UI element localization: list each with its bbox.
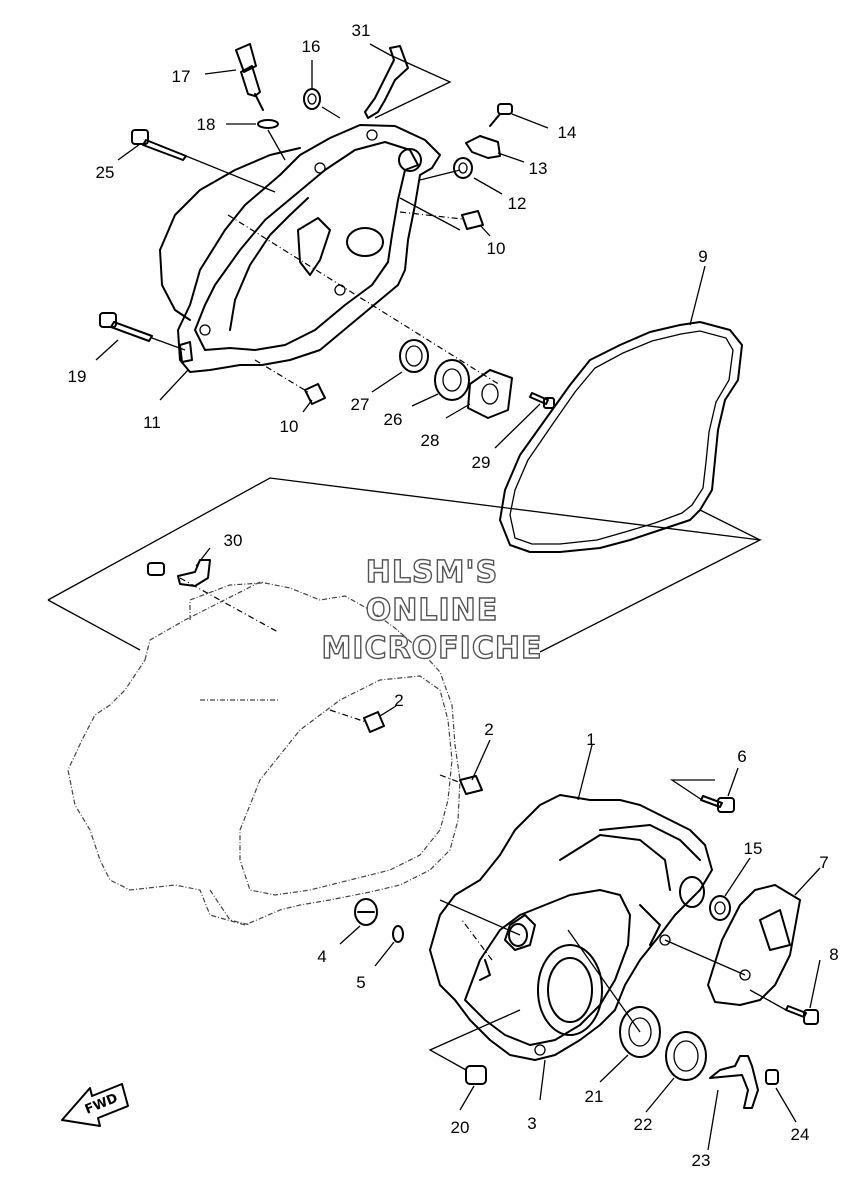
bolt-20 bbox=[465, 1065, 487, 1085]
fwd-label: FWD bbox=[83, 1091, 120, 1118]
callout-20: 20 bbox=[451, 1118, 470, 1137]
watermark-line-3: MICROFICHE bbox=[322, 631, 543, 666]
dowel-pin-2b bbox=[459, 775, 483, 795]
callout-1: 1 bbox=[586, 730, 595, 749]
callout-12: 12 bbox=[508, 194, 527, 213]
callout-23: 23 bbox=[692, 1151, 711, 1170]
callout-22: 22 bbox=[634, 1115, 653, 1134]
callout-26: 26 bbox=[384, 410, 403, 429]
callout-2b: 2 bbox=[484, 720, 493, 739]
plug-4 bbox=[354, 898, 378, 926]
callout-13: 13 bbox=[529, 159, 548, 178]
callout-8: 8 bbox=[829, 945, 838, 964]
callout-18: 18 bbox=[197, 115, 216, 134]
retainer-23 bbox=[709, 1055, 759, 1109]
callout-27: 27 bbox=[351, 395, 370, 414]
seal-16 bbox=[303, 88, 321, 110]
screw-29 bbox=[529, 392, 555, 409]
alignment-lines bbox=[179, 211, 501, 961]
fwd-arrow-icon: FWD bbox=[61, 1083, 129, 1127]
callout-4: 4 bbox=[317, 947, 326, 966]
callout-28: 28 bbox=[421, 431, 440, 450]
dowel-pin-2a bbox=[363, 711, 385, 733]
watermark: HLSM'S ONLINE MICROFICHE bbox=[321, 554, 543, 666]
callout-24: 24 bbox=[791, 1125, 810, 1144]
callout-16: 16 bbox=[302, 37, 321, 56]
o-ring-18 bbox=[257, 119, 279, 129]
callout-9: 9 bbox=[698, 247, 707, 266]
clamp-31 bbox=[364, 45, 409, 119]
seal-15 bbox=[709, 895, 731, 921]
dowel-pin-10a bbox=[461, 210, 484, 230]
reference-plane-left bbox=[47, 477, 763, 653]
callout-11: 11 bbox=[143, 413, 161, 432]
screw-24 bbox=[765, 1069, 779, 1085]
crankcase-cover-11 bbox=[159, 124, 441, 373]
seal-27 bbox=[399, 339, 429, 373]
callout-30: 30 bbox=[224, 531, 243, 550]
callout-6: 6 bbox=[737, 747, 746, 766]
callout-17: 17 bbox=[172, 67, 191, 86]
callout-21: 21 bbox=[585, 1087, 604, 1106]
callout-5: 5 bbox=[356, 973, 365, 992]
callout-29: 29 bbox=[472, 453, 491, 472]
dipstick-17 bbox=[235, 43, 264, 111]
callout-10b: 10 bbox=[280, 417, 299, 436]
guard-7 bbox=[707, 884, 801, 1006]
callout-10a: 10 bbox=[487, 239, 506, 258]
gasket-9 bbox=[499, 321, 743, 553]
callout-31: 31 bbox=[352, 21, 371, 40]
bolt-clip-30 bbox=[147, 559, 211, 587]
callout-14: 14 bbox=[558, 123, 577, 142]
retainer-28 bbox=[467, 369, 513, 419]
watermark-line-1: HLSM'S bbox=[366, 555, 498, 590]
callout-2a: 2 bbox=[394, 691, 403, 710]
watermark-line-2: ONLINE bbox=[366, 593, 499, 628]
plate-13 bbox=[465, 135, 501, 159]
bolt-6 bbox=[700, 795, 735, 813]
crankcase-cover-1 bbox=[429, 794, 713, 1061]
bolt-19 bbox=[99, 312, 153, 342]
bearing-21 bbox=[619, 1006, 661, 1058]
dowel-pin-10b bbox=[304, 383, 326, 405]
callout-labels: 1 2 2 3 4 5 6 7 8 9 10 10 11 12 13 14 15… bbox=[68, 21, 839, 1170]
screw-14 bbox=[489, 103, 513, 127]
callout-15: 15 bbox=[744, 839, 763, 858]
o-ring-5 bbox=[392, 925, 404, 943]
engine-crankcase-phantom bbox=[67, 581, 461, 926]
bolt-25 bbox=[131, 129, 187, 161]
callout-7: 7 bbox=[819, 853, 828, 872]
bearing-26 bbox=[434, 359, 470, 401]
callout-19: 19 bbox=[68, 367, 87, 386]
callout-25: 25 bbox=[96, 163, 115, 182]
seal-22 bbox=[665, 1031, 707, 1081]
leader-lines bbox=[95, 43, 821, 1151]
seal-12 bbox=[453, 157, 473, 179]
screw-8 bbox=[785, 1005, 819, 1025]
callout-3: 3 bbox=[527, 1114, 536, 1133]
